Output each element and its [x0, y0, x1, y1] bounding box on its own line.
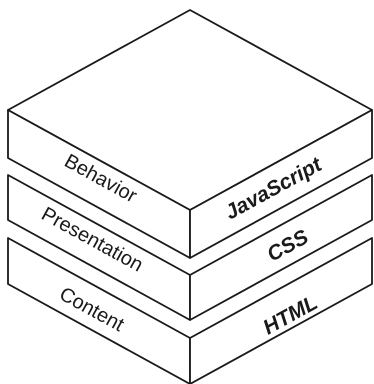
- behavior-layer: Behavior JavaScript: [7, 9, 373, 259]
- content-layer-left-face: [7, 237, 191, 384]
- content-layer-right-face: [189, 237, 373, 384]
- behavior-layer-right-face: [189, 109, 373, 259]
- presentation-layer-right-face: [189, 174, 373, 321]
- presentation-layer: Presentation CSS: [7, 174, 373, 321]
